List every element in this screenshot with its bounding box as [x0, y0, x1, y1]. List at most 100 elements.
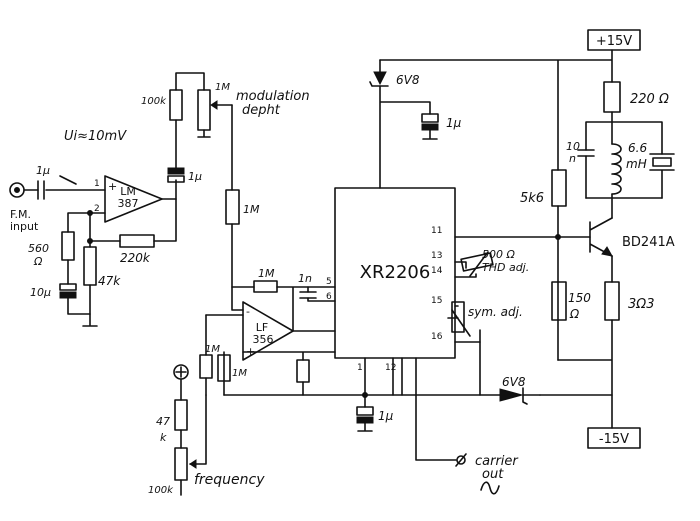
top-rail: [379, 49, 613, 171]
capacitor-10u: [59, 283, 77, 299]
modulation-label-2: depht: [242, 103, 281, 118]
resistor-1m-a: [199, 354, 213, 379]
resistor-1m-feedback-label: 1M: [258, 267, 275, 280]
resistor-220k-label: 220k: [120, 251, 151, 265]
input-label-1: F.M.: [10, 208, 31, 221]
potentiometer-100k-frequency[interactable]: [174, 394, 207, 496]
resistor-560-label-a: 560: [28, 242, 49, 255]
carrier-out[interactable]: [455, 453, 500, 495]
potentiometer-1m-modulation[interactable]: [197, 89, 233, 138]
ic-lm387: LM 387: [104, 175, 163, 223]
capacitor-10n-label-a: 10: [566, 140, 580, 153]
carrier-out-label-1: carrier: [475, 454, 519, 469]
lf356-line2: 356: [253, 333, 274, 346]
capacitor-1u-bottom: [356, 394, 374, 432]
resistor-47k-freq: [174, 399, 188, 431]
lf356-minus: -: [246, 305, 250, 318]
resistor-47k-label-b: k: [160, 431, 167, 444]
carrier-out-label-2: out: [482, 467, 504, 482]
resistor-47k-lm: [83, 246, 97, 286]
resistor-150-label-b: Ω: [569, 307, 580, 321]
zener-bottom: [499, 387, 541, 405]
pot-100k-label: 100k: [148, 485, 174, 496]
pin14-label: 14: [431, 266, 443, 276]
zener-top-label: 6V8: [396, 73, 420, 87]
inductor-label-a: 6.6: [628, 141, 647, 155]
lm387-plus: +: [108, 180, 117, 193]
pot-1m-top-label: 1M: [215, 82, 230, 93]
modulation-label-1: modulation: [236, 89, 310, 104]
lm387-pin1: 1: [94, 179, 100, 189]
capacitor-1u-bottom-label: 1µ: [378, 409, 394, 423]
resistor-100k-top: [169, 89, 183, 121]
capacitor-1u-input: [37, 180, 45, 200]
lf356-line1: LF: [256, 321, 268, 334]
resistor-560-label-b: Ω: [33, 255, 43, 268]
capacitor-1u-zener: [421, 113, 439, 140]
thd-label-2: THD adj.: [482, 261, 529, 274]
resistor-1m-b: [217, 354, 231, 382]
resistor-150: [551, 281, 567, 321]
trimmer-500-thd: [460, 251, 494, 277]
capacitor-1u-zener-label: 1µ: [446, 116, 462, 130]
resistor-47k-label-a: 47: [156, 415, 170, 428]
ic-lf356: LF 356: [242, 301, 294, 361]
negative-supply: -15V: [587, 427, 641, 449]
resistor-560: [61, 231, 75, 261]
resistor-150-label-a: 150: [568, 291, 591, 305]
resistor-220-label: 220 Ω: [630, 92, 669, 107]
resistor-1m-vertical: [225, 189, 240, 225]
resistor-5k6-label: 5k6: [520, 191, 544, 206]
resistor-3r3: [604, 281, 620, 321]
resistor-1m-vertical-label: 1M: [243, 203, 260, 216]
lm387-line1: LM: [120, 185, 136, 198]
capacitor-10u-label: 10µ: [30, 286, 51, 299]
transistor-label: BD241A: [622, 235, 675, 250]
input-label-2: input: [10, 220, 39, 233]
transducer: [649, 153, 675, 199]
capacitor-1n-label: 1n: [298, 272, 312, 285]
pin5-label: 5: [326, 277, 332, 287]
capacitor-10n-label-b: n: [569, 152, 576, 165]
inductor-6m6: [611, 143, 622, 195]
frequency-label: frequency: [194, 472, 265, 488]
resistor-5k6: [551, 169, 567, 207]
resistor-220k: [119, 234, 155, 248]
resistor-1m-a-label: 1M: [205, 344, 220, 355]
pin15-label: 15: [431, 296, 442, 306]
positive-supply: +15V: [587, 29, 641, 51]
resistor-1m-b-label: 1M: [232, 368, 247, 379]
pin13-label: 13: [431, 251, 442, 261]
capacitor-1u-input-label: 1µ: [36, 164, 50, 177]
negative-supply-label: -15V: [599, 432, 629, 447]
pin16-label: 16: [431, 332, 443, 342]
sym-label: sym. adj.: [468, 305, 523, 319]
capacitor-1n: [299, 291, 317, 299]
transistor-bd241a: [589, 197, 613, 283]
resistor-1m-feedback: [253, 280, 278, 293]
resistor-3r3-label: 3Ω3: [628, 297, 654, 312]
vi-label: Ui≈10mV: [64, 129, 127, 144]
inductor-label-b: mH: [626, 157, 647, 171]
capacitor-1u-lm-label: 1µ: [188, 170, 202, 183]
resistor-47k-lm-label: 47k: [98, 274, 121, 288]
lm387-pin2: 2: [94, 204, 100, 214]
resistor-100k-top-label: 100k: [141, 96, 167, 107]
resistor-220: [603, 81, 621, 113]
lm387-line2: 387: [118, 197, 139, 210]
pin1-label: 1: [357, 363, 363, 373]
positive-supply-label: +15V: [596, 34, 632, 49]
capacitor-10n-tank: [577, 149, 595, 157]
pin11-label: 11: [431, 226, 442, 236]
trimmer-sym: [447, 301, 471, 337]
thd-label-1: 500 Ω: [482, 248, 515, 261]
pin6-label: 6: [326, 292, 332, 302]
xr2206-name: XR2206: [360, 262, 431, 283]
zener-top: [369, 71, 389, 87]
resistor-ground-lf: [296, 359, 310, 383]
pin12-label: 12: [385, 363, 396, 373]
plus-supply-node: [173, 364, 189, 401]
fm-input-jack[interactable]: [9, 182, 25, 198]
zener-bottom-label: 6V8: [502, 375, 526, 389]
